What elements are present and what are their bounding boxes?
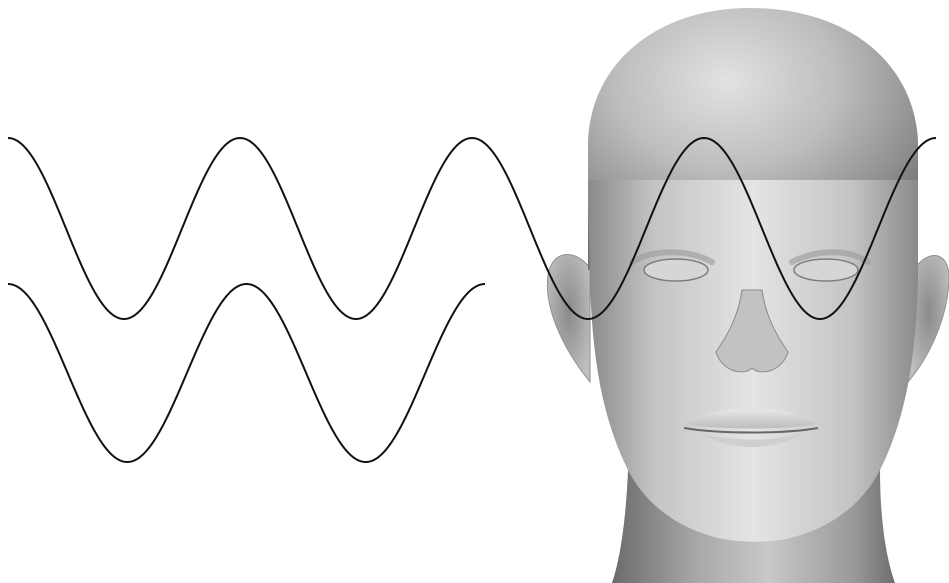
left-eye-shape	[644, 259, 708, 281]
right-eye-shape	[794, 259, 858, 281]
human-head-illustration	[547, 8, 949, 583]
lower-wave	[8, 284, 485, 462]
